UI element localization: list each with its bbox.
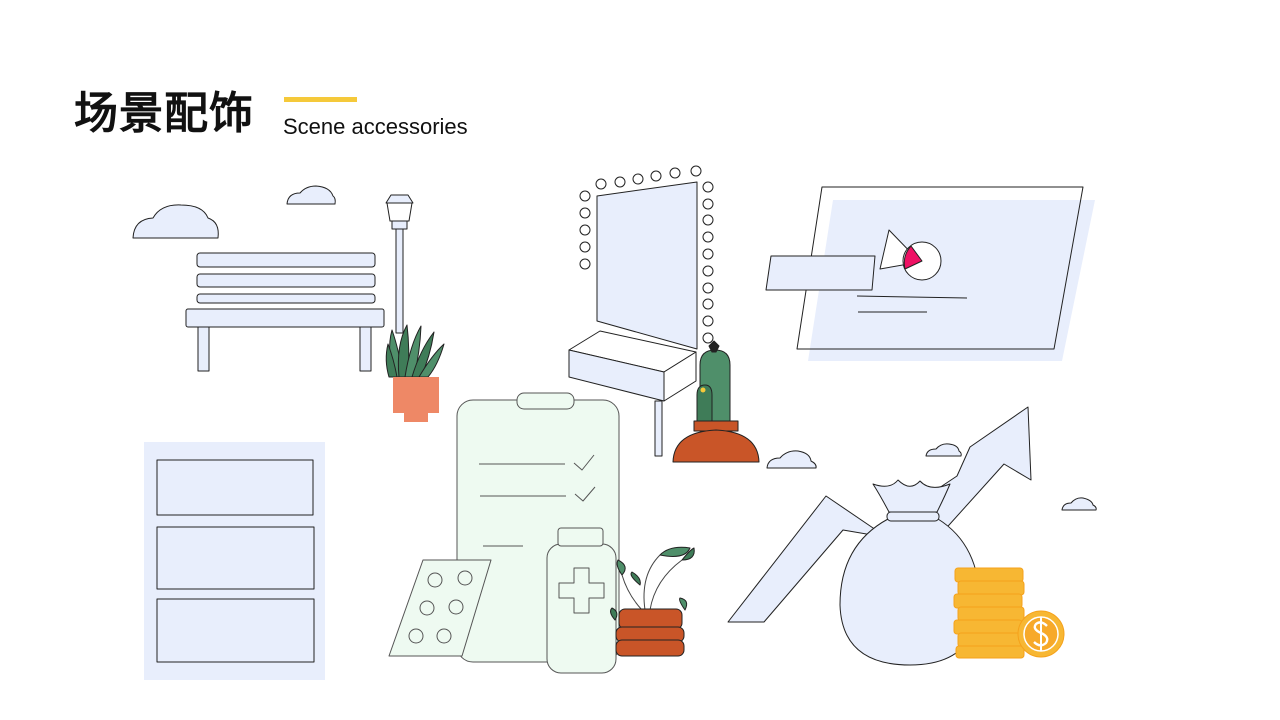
potted-plant-icon — [610, 546, 695, 657]
dollar-coin-icon — [1017, 610, 1065, 658]
shelf-icon — [144, 442, 325, 680]
cloud-icon — [766, 450, 817, 469]
cactus-icon — [672, 340, 760, 463]
page-subtitle: Scene accessories — [283, 114, 468, 139]
potted-plant-icon — [385, 324, 445, 422]
vanity-mirror-icon — [568, 165, 714, 457]
growth-arrow-icon — [727, 406, 1032, 623]
coin-stack-icon — [953, 567, 1025, 659]
medicine-bottle-icon — [546, 527, 617, 674]
page-title: 场景配饰 — [74, 88, 254, 139]
whiteboard-icon — [765, 186, 1095, 361]
cloud-icon — [132, 204, 219, 239]
street-lamp-icon — [385, 194, 414, 334]
park-bench-icon — [185, 252, 385, 372]
cloud-icon — [1061, 497, 1097, 511]
cloud-icon — [925, 443, 962, 457]
pill-blister-icon — [388, 559, 492, 657]
money-bag-icon — [839, 479, 981, 666]
cloud-icon — [286, 185, 336, 205]
title-accent-bar — [284, 97, 357, 102]
